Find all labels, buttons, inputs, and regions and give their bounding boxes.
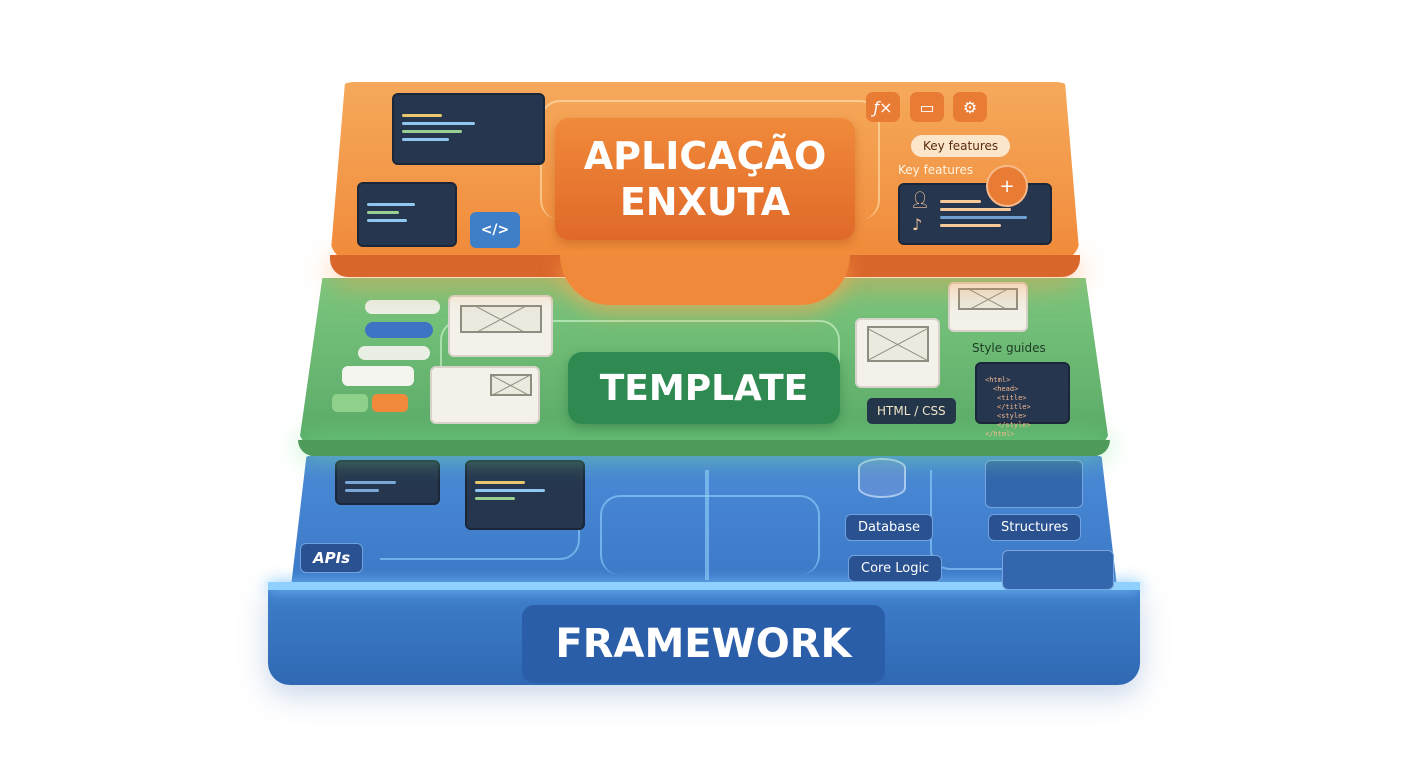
core-logic-label: Core Logic — [848, 555, 943, 582]
structures-label: Structures — [988, 514, 1082, 541]
user-icon: 👤︎ — [910, 190, 931, 209]
add-user-icon: + — [986, 165, 1028, 207]
template-layer-edge — [298, 440, 1110, 456]
code-window — [392, 93, 545, 165]
application-layer-bulge — [560, 255, 850, 305]
database-label: Database — [845, 514, 934, 541]
application-title-line1: APLICAÇÃO — [583, 134, 827, 178]
circuit-line — [380, 520, 580, 560]
wireframe-document — [948, 282, 1028, 332]
hierarchy-icon — [1002, 550, 1114, 590]
code-window — [357, 182, 457, 247]
code-window — [335, 460, 440, 505]
circuit-line — [600, 495, 820, 575]
framework-title: FRAMEWORK — [522, 605, 885, 683]
music-icon: ♪ — [912, 215, 923, 234]
ui-button-blue — [365, 322, 433, 338]
framework-glow-edge — [268, 582, 1140, 590]
style-guide-code-window: <html> <head> <title></title> <style></s… — [975, 362, 1070, 438]
application-title-line2: ENXUTA — [619, 180, 791, 224]
ui-button-green — [332, 394, 368, 412]
html-css-label: HTML / CSS — [867, 398, 956, 424]
code-line: <html> — [985, 376, 1011, 384]
wireframe-card — [430, 366, 540, 424]
style-guides-label: Style guides — [972, 341, 1046, 355]
apis-label: APIs — [300, 543, 364, 573]
function-icon: ƒ× — [866, 92, 900, 122]
ui-button-orange — [372, 394, 408, 412]
template-title: TEMPLATE — [568, 352, 840, 424]
structure-diagram-icon — [985, 460, 1083, 508]
code-line: <title></title> — [997, 394, 1031, 411]
code-icon: </> — [470, 212, 520, 248]
application-title: APLICAÇÃO ENXUTA — [555, 118, 855, 240]
code-line: <head> — [993, 385, 1019, 393]
ui-bar — [365, 300, 440, 314]
key-features-pill: Key features — [911, 135, 1011, 157]
wireframe-card — [448, 295, 553, 357]
monitor-icon: ▭ — [910, 92, 944, 122]
wireframe-document — [855, 318, 940, 388]
database-icon — [858, 458, 906, 498]
gear-icon: ⚙ — [953, 92, 987, 122]
code-line: <style></style> — [997, 412, 1031, 429]
circuit-line — [705, 470, 709, 580]
key-features-label: Key features — [898, 163, 974, 177]
code-window — [465, 460, 585, 530]
ui-bar — [358, 346, 430, 360]
code-line: </html> — [985, 430, 1015, 438]
ui-toggle — [342, 366, 414, 386]
